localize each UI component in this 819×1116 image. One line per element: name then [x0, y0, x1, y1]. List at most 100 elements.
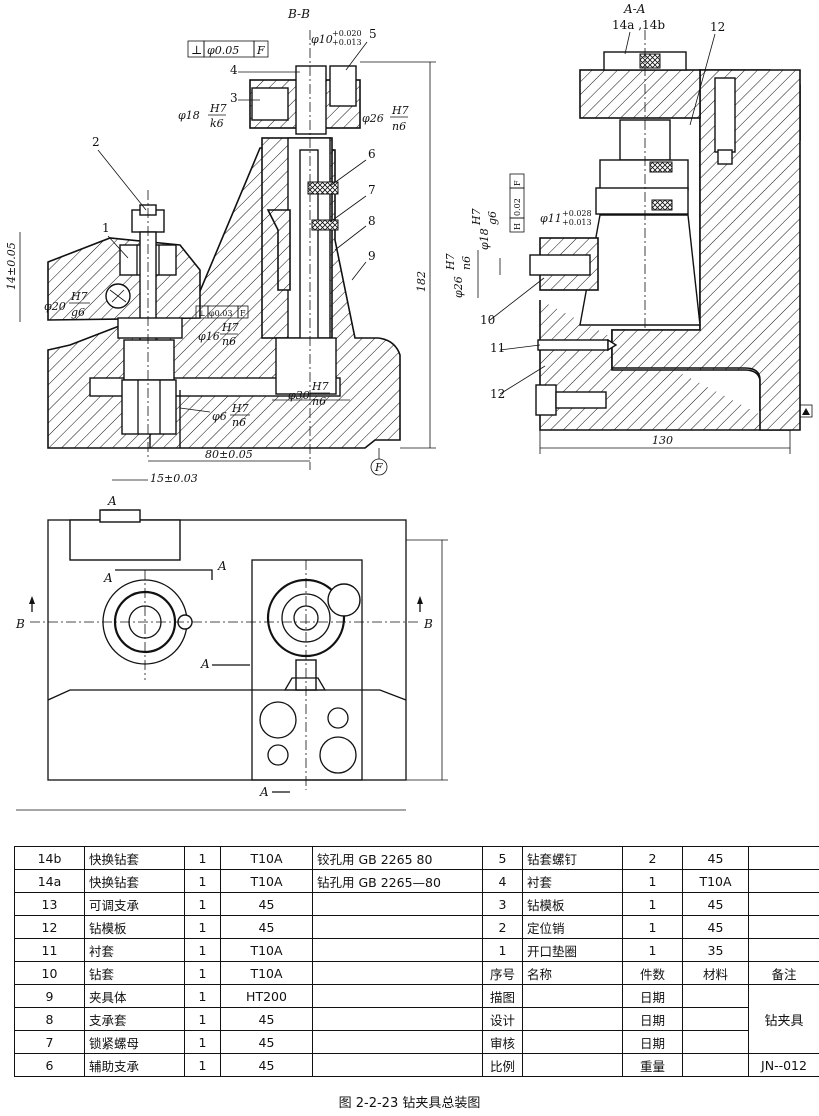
bom-cell: 衬套: [84, 938, 185, 962]
svg-text:φ0.05: φ0.05: [207, 44, 239, 57]
svg-text:+0.020: +0.020: [332, 29, 362, 38]
bom-cell: 序号: [482, 961, 523, 985]
bom-cell: 快换钻套: [84, 869, 185, 893]
section-aa-title: A-A: [623, 2, 646, 16]
bom-cell: 14b: [14, 846, 85, 870]
svg-text:B: B: [423, 617, 433, 631]
svg-text:14±0.05: 14±0.05: [5, 242, 18, 290]
title-block-cell: 描图: [482, 984, 523, 1008]
svg-text:H7: H7: [311, 380, 329, 393]
title-block-cell: 日期: [622, 1007, 683, 1031]
bom-cell: 6: [14, 1053, 85, 1077]
lower-nut: [121, 379, 177, 435]
svg-text:H7: H7: [470, 208, 483, 226]
svg-text:g6: g6: [486, 211, 499, 225]
svg-text:φ6: φ6: [212, 410, 227, 423]
svg-text:A: A: [107, 494, 117, 508]
aa-drill-plate: [579, 69, 701, 119]
svg-text:F: F: [240, 309, 246, 318]
svg-text:φ0.03: φ0.03: [209, 309, 232, 318]
bom-cell: 钻孔用 GB 2265—80: [312, 869, 483, 893]
svg-text:B: B: [15, 617, 25, 631]
bom-cell: 2: [482, 915, 523, 939]
svg-text:4: 4: [230, 63, 238, 77]
support-base: [275, 337, 337, 395]
bom-cell: 钻模板: [84, 915, 185, 939]
section-aa-view: A-A 14a ,14b 12 10 11 12: [444, 2, 813, 454]
svg-text:12: 12: [710, 20, 725, 34]
svg-text:φ16: φ16: [198, 330, 220, 343]
svg-text:n6: n6: [232, 416, 246, 429]
svg-text:H7: H7: [391, 104, 409, 117]
title-block-cell: [522, 984, 623, 1008]
svg-text:15±0.03: 15±0.03: [150, 472, 198, 485]
bom-cell: T10A: [220, 846, 313, 870]
svg-text:H7: H7: [70, 290, 88, 303]
bom-cell: 支承套: [84, 1007, 185, 1031]
svg-text:φ18: φ18: [178, 109, 200, 122]
bom-cell: [312, 1007, 483, 1031]
bom-cell: 1: [184, 892, 221, 916]
title-block-cell: [522, 1030, 623, 1054]
svg-text:+0.013: +0.013: [332, 38, 362, 47]
svg-text:φ11: φ11: [540, 212, 562, 225]
bom-cell: 钻模板: [522, 892, 623, 916]
bom-cell: 45: [682, 892, 749, 916]
svg-text:14a ,14b: 14a ,14b: [612, 18, 665, 32]
bom-cell: 快换钻套: [84, 846, 185, 870]
svg-text:A: A: [217, 559, 227, 573]
svg-text:A: A: [200, 657, 210, 671]
bom-cell: 1: [184, 846, 221, 870]
svg-text:φ10: φ10: [311, 33, 333, 46]
svg-text:H: H: [513, 223, 522, 230]
svg-text:n6: n6: [460, 256, 473, 270]
bom-cell: 1: [184, 984, 221, 1008]
aa-screw-12b: [535, 384, 557, 416]
title-block-cell: [682, 1007, 749, 1031]
title-block-cell: 重量: [622, 1053, 683, 1077]
bom-cell: T10A: [220, 869, 313, 893]
svg-text:6: 6: [368, 147, 376, 161]
bom-cell: T10A: [220, 961, 313, 985]
bom-cell: 1: [622, 869, 683, 893]
svg-text:φ26: φ26: [362, 112, 384, 125]
bb-part-labels: 1 2 3 4 5 6 7 8 9: [92, 27, 377, 281]
bom-cell: 45: [220, 1053, 313, 1077]
bom-cell: 1: [184, 938, 221, 962]
bom-cell: 35: [682, 938, 749, 962]
title-block-cell: 日期: [622, 1030, 683, 1054]
aa-screw-12: [714, 77, 736, 153]
bom-cell: 钻套螺钉: [522, 846, 623, 870]
title-block-cell: [682, 1030, 749, 1054]
title-block-cell: [682, 1053, 749, 1077]
bom-cell: 1: [184, 869, 221, 893]
svg-text:+0.013: +0.013: [562, 218, 592, 227]
bom-cell: 11: [14, 938, 85, 962]
plan-template: [251, 559, 363, 781]
bom-cell: 开口垫圈: [522, 938, 623, 962]
svg-text:182: 182: [415, 271, 428, 292]
svg-text:11: 11: [490, 341, 505, 355]
assembly-drawing: B-B: [5, 2, 813, 811]
svg-text:n6: n6: [392, 120, 406, 133]
svg-text:80±0.05: 80±0.05: [205, 448, 253, 461]
bom-cell: 1: [622, 892, 683, 916]
plan-outline: [47, 519, 407, 781]
svg-text:A: A: [103, 571, 113, 585]
bom-cell: 锁紧螺母: [84, 1030, 185, 1054]
svg-text:H7: H7: [444, 253, 457, 271]
svg-text:k6: k6: [210, 117, 224, 130]
svg-text:H7: H7: [231, 402, 249, 415]
svg-text:⊥: ⊥: [191, 43, 202, 57]
bom-cell: 45: [682, 915, 749, 939]
svg-text:⊥: ⊥: [198, 309, 206, 318]
svg-text:φ20: φ20: [44, 300, 66, 313]
title-block-cell: [682, 984, 749, 1008]
bom-cell: [312, 984, 483, 1008]
plan-hole-2: [327, 707, 349, 729]
